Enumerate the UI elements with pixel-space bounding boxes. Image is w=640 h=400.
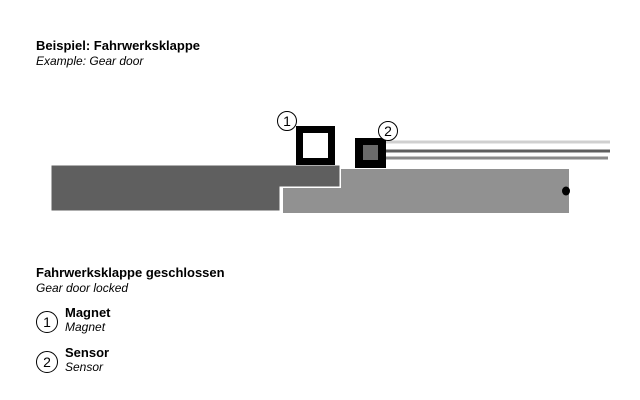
magnet-inner: [303, 133, 328, 158]
legend-translation-magnet: Magnet: [65, 320, 106, 334]
legend-label-magnet: Magnet: [65, 305, 111, 320]
gear-door: [50, 164, 341, 212]
hinge-point: [562, 186, 570, 196]
sensor-inner: [363, 145, 378, 160]
page-title: Beispiel: Fahrwerksklappe: [36, 38, 201, 53]
state-title: Fahrwerksklappe geschlossen: [36, 265, 225, 280]
legend-label-sensor: Sensor: [65, 345, 110, 360]
legend-number-1: 1: [36, 311, 58, 333]
page-subtitle: Example: Gear door: [36, 54, 144, 68]
legend-number-2: 2: [36, 351, 58, 373]
callout-2: 2: [378, 121, 398, 141]
callout-1: 1: [277, 111, 297, 131]
state-subtitle: Gear door locked: [36, 281, 129, 295]
legend-translation-sensor: Sensor: [65, 360, 104, 374]
